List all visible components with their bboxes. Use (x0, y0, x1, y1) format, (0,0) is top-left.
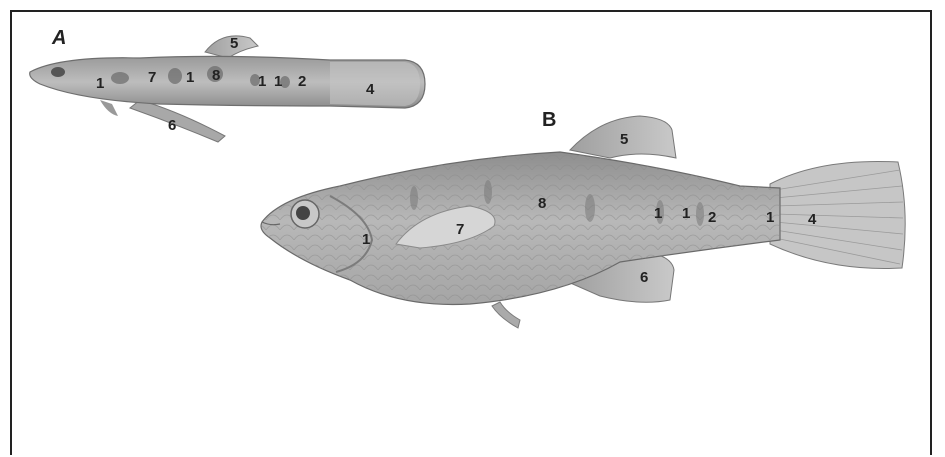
fish-a-label-5: 5 (230, 35, 238, 52)
fish-a-label-7: 7 (148, 69, 156, 86)
fish-b-pupil (296, 206, 310, 220)
fish-a-label-2: 2 (298, 73, 306, 90)
fish-b-label-1: 1 (362, 231, 370, 248)
fish-b-pelvic-fin (492, 302, 520, 328)
fish-b-scales (261, 152, 780, 305)
fish-b: B (261, 109, 905, 328)
fish-a-label-4: 4 (366, 81, 375, 98)
fish-a-label-6: 6 (168, 117, 176, 134)
fish-b-label-2: 2 (708, 209, 716, 226)
fish-b-label-1c: 1 (682, 205, 690, 222)
fish-a-label-1d: 1 (274, 73, 282, 90)
fish-a: A 1 7 1 8 1 1 2 4 5 (30, 27, 425, 142)
fish-a-label-1c: 1 (258, 73, 266, 90)
fish-a-label-8: 8 (212, 67, 220, 84)
fish-b-label-4: 4 (808, 211, 817, 228)
fish-a-eye (51, 67, 65, 77)
fish-b-caudal-fin (770, 161, 905, 268)
fish-b-label-5: 5 (620, 131, 628, 148)
fish-a-label-1b: 1 (186, 69, 194, 86)
fish-a-label-1: 1 (96, 75, 104, 92)
fish-b-label-7: 7 (456, 221, 464, 238)
fish-a-pelvic-fin (100, 100, 118, 116)
fish-b-label-8: 8 (538, 195, 546, 212)
panel-b-letter: B (542, 109, 556, 131)
fish-a-gonopodium (130, 100, 225, 142)
fish-b-label-1d: 1 (766, 209, 774, 226)
fish-a-tail (330, 62, 420, 106)
fish-b-label-1b: 1 (654, 205, 662, 222)
panel-a-letter: A (51, 27, 66, 49)
fish-b-label-6: 6 (640, 269, 648, 286)
